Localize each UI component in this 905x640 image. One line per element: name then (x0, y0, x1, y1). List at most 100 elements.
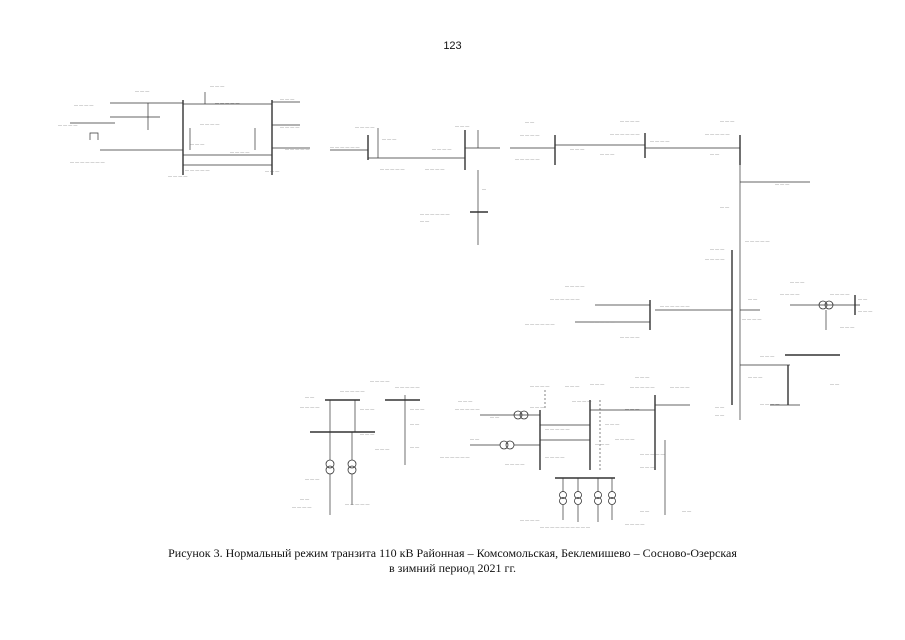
svg-text:— — —: — — — (410, 406, 424, 411)
svg-text:— — — —: — — — — (280, 124, 299, 129)
figure-caption-line-1: Рисунок 3. Нормальный режим транзита 110… (168, 546, 737, 560)
svg-text:— — —: — — — (530, 404, 544, 409)
transformer-symbol (347, 459, 357, 469)
substation-group-top-left: — — — — — — — — — — — — — — — — — — — — … (58, 83, 310, 178)
svg-text:— — — — —: — — — — — (745, 238, 769, 243)
svg-text:— — — — —: — — — — — (395, 384, 419, 389)
figure-caption: Рисунок 3. Нормальный режим транзита 110… (0, 546, 905, 576)
svg-text:— —: — — (830, 381, 839, 386)
svg-text:— — —: — — — (710, 246, 724, 251)
svg-text:— — —: — — — (375, 446, 389, 451)
svg-text:— — —: — — — (625, 406, 639, 411)
substation-group-bottom-middle: — — — — — — — — — — — — — — — — — — — — … (440, 381, 616, 529)
svg-text:— —: — — (305, 394, 314, 399)
svg-text:— — — —: — — — — (74, 102, 93, 107)
svg-text:— —: — — (410, 421, 419, 426)
svg-text:— — — — —: — — — — — (285, 146, 309, 151)
svg-text:— —: — — (858, 296, 867, 301)
svg-text:— — — — —: — — — — — (455, 406, 479, 411)
transformer-symbol (824, 300, 834, 310)
svg-text:— — — — —: — — — — — (545, 426, 569, 431)
substation-group-top-middle: — — — — — — — — — — — — — — — — — — — — … (330, 123, 500, 245)
svg-text:— — — —: — — — — (200, 121, 219, 126)
transformer-symbol (347, 465, 357, 475)
svg-text:— — — — —: — — — — — (185, 167, 209, 172)
svg-text:— —: — — (410, 444, 419, 449)
svg-text:— — —: — — — (360, 431, 374, 436)
svg-text:— — — — —: — — — — — (590, 319, 614, 324)
transformer-symbol (325, 465, 335, 475)
transformer-symbol (505, 440, 515, 450)
svg-text:— — — — — —: — — — — — — (525, 321, 555, 326)
page-number: 123 (443, 40, 462, 52)
transit-line-right-vertical: — — — — — — — — — — — — — — — — — — — — … (525, 246, 840, 420)
svg-text:— —: — — (640, 508, 649, 513)
svg-text:— — — — —: — — — — — (640, 451, 664, 456)
svg-text:— — —: — — — (720, 118, 734, 123)
transformer-symbol (574, 497, 582, 505)
svg-text:— — —: — — — (760, 353, 774, 358)
svg-text:— —: — — (715, 404, 724, 409)
svg-text:— — — —: — — — — (742, 316, 761, 321)
svg-text:— — — — — — —: — — — — — — — (70, 159, 105, 164)
svg-text:— — — —: — — — — (620, 334, 639, 339)
svg-text:— — —: — — — (840, 324, 854, 329)
transformer-symbol (608, 497, 616, 505)
transformer-symbol (608, 491, 616, 499)
svg-text:— — —: — — — (790, 279, 804, 284)
svg-text:— —: — — (710, 151, 719, 156)
transformer-symbol (818, 300, 828, 310)
svg-text:— —: — — (720, 204, 729, 209)
transit-line-top-right: — — — — — — — — — — — — — — — — — — — — … (510, 118, 810, 250)
svg-text:— — —: — — — (190, 141, 204, 146)
svg-text:— — —: — — — (210, 83, 224, 88)
svg-text:— — — — —: — — — — — (705, 131, 729, 136)
transformer-symbol (519, 410, 529, 420)
svg-text:— — — — — —: — — — — — — (440, 454, 470, 459)
transformer-group-right: — — — — — — — — — — — — — — — — — — — (780, 279, 872, 330)
svg-text:—: — (482, 186, 486, 191)
svg-text:— — — —: — — — — (370, 378, 389, 383)
transformer-symbol (559, 491, 567, 499)
svg-text:— —: — — (300, 496, 309, 501)
transformer-symbol (574, 491, 582, 499)
svg-text:— — —: — — — (455, 123, 469, 128)
svg-text:— — — — — —: — — — — — — (330, 144, 360, 149)
svg-text:— — — —: — — — — (58, 122, 77, 127)
svg-text:— — — —: — — — — (625, 521, 644, 526)
svg-text:— — — —: — — — — (425, 166, 444, 171)
svg-text:— — —: — — — (590, 381, 604, 386)
svg-text:— —: — — (490, 414, 499, 419)
svg-text:— — — —: — — — — (530, 383, 549, 388)
svg-text:— — — — —: — — — — — (515, 156, 539, 161)
svg-text:— —: — — (682, 508, 691, 513)
svg-text:— — — —: — — — — (300, 404, 319, 409)
svg-text:— — — — — —: — — — — — — (610, 131, 640, 136)
svg-text:— — — —: — — — — (168, 173, 187, 178)
svg-text:— —: — — (715, 412, 724, 417)
svg-text:— — — —: — — — — (545, 454, 564, 459)
svg-text:— — —: — — — (748, 374, 762, 379)
svg-text:— — —: — — — (858, 308, 872, 313)
svg-text:— — —: — — — (565, 383, 579, 388)
svg-text:— — —: — — — (305, 476, 319, 481)
svg-text:— — — — —: — — — — — (345, 501, 369, 506)
svg-text:— — — — — —: — — — — — — (660, 303, 690, 308)
svg-text:— — — —: — — — — (505, 461, 524, 466)
svg-text:— —: — — (470, 436, 479, 441)
svg-text:— — —: — — — (135, 88, 149, 93)
svg-text:— — — —: — — — — (520, 517, 539, 522)
svg-text:— — —: — — — (265, 168, 279, 173)
svg-text:— — —: — — — (458, 398, 472, 403)
svg-text:— — —: — — — (640, 464, 654, 469)
transformer-symbol (325, 459, 335, 469)
svg-text:— — —: — — — (570, 146, 584, 151)
svg-text:— — — —: — — — — (572, 398, 591, 403)
svg-text:— —: — — (748, 296, 757, 301)
svg-text:— — — —: — — — — (670, 384, 689, 389)
svg-text:— — — —: — — — — (650, 138, 669, 143)
network-scheme-diagram: — — — — — — — — — — — — — — — — — — — — … (58, 83, 872, 529)
svg-text:— — — —: — — — — (520, 132, 539, 137)
svg-text:— — — — — — — — — —: — — — — — — — — — — (540, 524, 590, 529)
svg-text:— — — —: — — — — (830, 291, 849, 296)
